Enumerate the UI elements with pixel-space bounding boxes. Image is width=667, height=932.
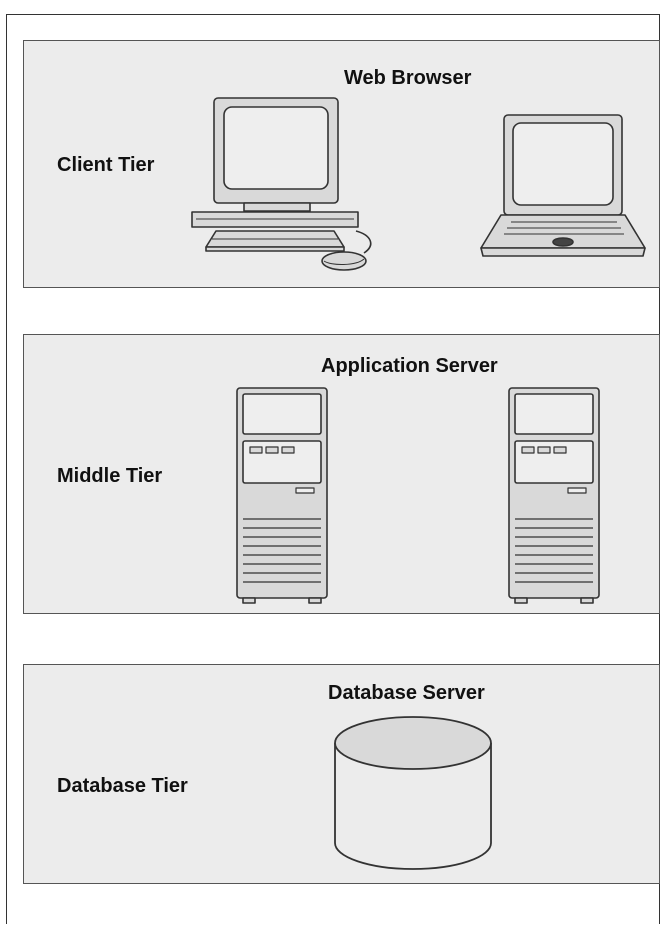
server-tower-icon bbox=[508, 387, 600, 604]
web-browser-title: Web Browser bbox=[344, 67, 472, 89]
desktop-computer-icon bbox=[191, 97, 372, 271]
database-tier-label: Database Tier bbox=[57, 775, 188, 797]
application-server-title: Application Server bbox=[321, 355, 498, 377]
middle-tier-panel: Middle Tier Application Server bbox=[23, 334, 660, 614]
database-tier-panel: Database Tier Database Server bbox=[23, 664, 660, 884]
database-server-title: Database Server bbox=[328, 682, 485, 704]
client-tier-panel: Client Tier Web Browser bbox=[23, 40, 660, 288]
server-tower-icon bbox=[236, 387, 328, 604]
laptop-icon bbox=[480, 114, 646, 257]
middle-tier-label: Middle Tier bbox=[57, 465, 163, 487]
client-tier-label: Client Tier bbox=[57, 154, 155, 176]
database-cylinder-icon bbox=[334, 716, 492, 870]
